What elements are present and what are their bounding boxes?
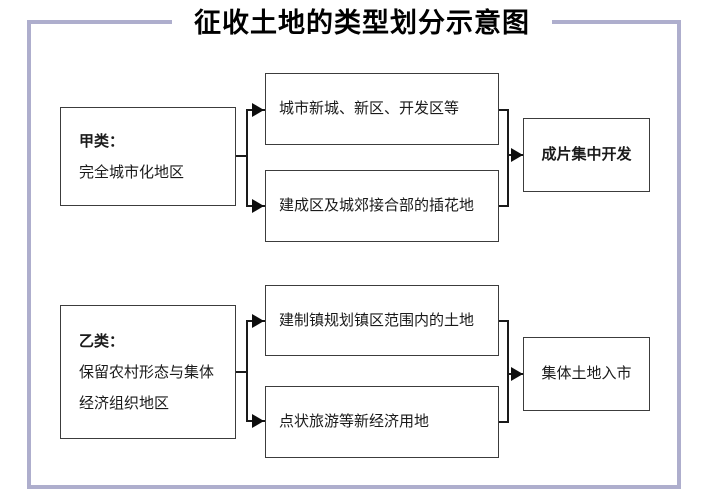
branch-label-jialei-1: 城市新城、新区、开发区等 <box>279 100 460 117</box>
connector-yilei-branch-1-out <box>499 320 509 322</box>
branch-box-jialei-1: 城市新城、新区、开发区等 <box>265 73 499 145</box>
connector-yilei-stub <box>236 371 248 373</box>
category-description-yilei-line-1: 保留农村形态与集体 <box>79 363 215 381</box>
connector-yilei-merge-vertical <box>507 320 509 423</box>
category-box-jialei: 甲类： 完全城市化地区 <box>60 107 236 206</box>
page-title: 征收土地的类型划分示意图 <box>194 8 530 38</box>
branch-label-yilei-2: 点状旅游等新经济用地 <box>279 413 430 430</box>
frame-top-right-segment <box>552 20 681 24</box>
connector-jialei-merge-vertical <box>507 109 509 207</box>
category-heading-jialei: 甲类： <box>79 132 125 150</box>
arrowhead-icon-jialei-branch-1 <box>252 103 264 117</box>
arrowhead-icon-yilei-branch-2 <box>252 414 264 428</box>
frame-right-segment <box>677 20 681 489</box>
connector-jialei-vertical <box>246 109 248 207</box>
branch-label-yilei-1: 建制镇规划镇区范围内的土地 <box>279 311 475 329</box>
connector-jialei-stub <box>236 155 248 157</box>
connector-jialei-branch-2-out <box>499 205 509 207</box>
frame-bottom-segment <box>27 485 681 489</box>
category-box-yilei: 乙类： 保留农村形态与集体 经济组织地区 <box>60 305 236 439</box>
connector-yilei-branch-2-out <box>499 421 509 423</box>
arrowhead-icon-yilei-branch-1 <box>252 314 264 328</box>
connector-jialei-branch-1-out <box>499 109 509 111</box>
branch-box-yilei-2: 点状旅游等新经济用地 <box>265 386 499 458</box>
outcome-box-yilei: 集体土地入市 <box>523 337 650 411</box>
arrowhead-icon-jialei-branch-2 <box>252 199 264 213</box>
outcome-label-yilei: 集体土地入市 <box>541 365 632 382</box>
connector-yilei-vertical <box>246 320 248 422</box>
arrowhead-icon-jialei-outcome <box>511 148 523 162</box>
branch-label-jialei-2: 建成区及城郊接合部的插花地 <box>279 197 475 214</box>
branch-box-yilei-1: 建制镇规划镇区范围内的土地 <box>265 285 499 356</box>
branch-box-jialei-2: 建成区及城郊接合部的插花地 <box>265 170 499 242</box>
category-description-jialei: 完全城市化地区 <box>79 163 185 181</box>
frame-left-segment <box>27 20 31 489</box>
category-description-yilei-line-2: 经济组织地区 <box>79 394 170 412</box>
outcome-box-jialei: 成片集中开发 <box>523 118 650 192</box>
arrowhead-icon-yilei-outcome <box>511 367 523 381</box>
outcome-label-jialei: 成片集中开发 <box>541 146 632 163</box>
frame-top-left-segment <box>27 20 172 24</box>
category-heading-yilei: 乙类： <box>79 332 125 350</box>
